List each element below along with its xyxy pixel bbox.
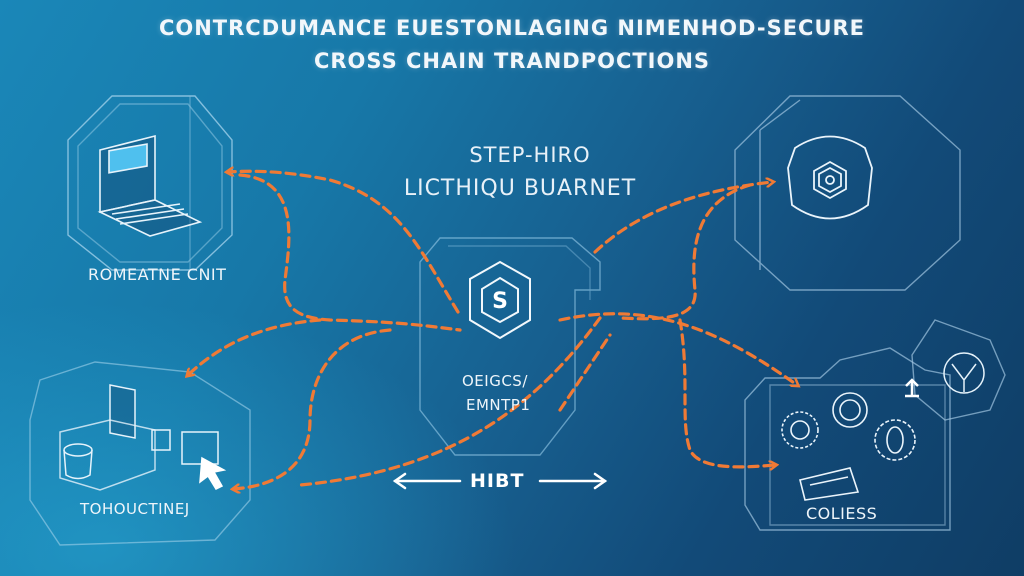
arrow-to-services-bottom [678, 318, 775, 467]
arrow-loop-laptop [238, 173, 462, 332]
arrow-to-services-top [558, 312, 797, 385]
laptop-node [67, 95, 233, 271]
shield-icon [787, 135, 873, 220]
hardware-node [29, 361, 251, 546]
background-glow [0, 300, 520, 576]
center-node-label-line2: EMNTP1 [466, 396, 531, 414]
center-heading-line2: LICTHIQU BUARNET [403, 176, 637, 201]
center-node-label-line1: OEIGCS/ [462, 372, 528, 390]
s-coin-icon [469, 260, 531, 340]
laptop-icon [97, 134, 203, 237]
network-node [911, 319, 1006, 421]
double-arrow-icon [392, 472, 608, 490]
arrow-center-to-laptop [228, 171, 460, 314]
arrow-to-hardware [188, 318, 322, 375]
gears-icon [781, 392, 916, 501]
arrow-right-to-hardware [298, 316, 602, 487]
arrow-loop-shield [618, 183, 752, 321]
devices-icon [59, 384, 227, 491]
arrow-center-out [558, 333, 612, 412]
hardware-node-label: TOHOUCTINEJ [80, 500, 190, 518]
center-heading-line1: STEP-HIRO [469, 143, 591, 167]
shield-node [734, 95, 961, 291]
upload-arrow-icon [905, 378, 919, 398]
s-letter-icon: S [492, 289, 508, 314]
network-globe-icon [943, 352, 985, 394]
page-title-line2: CROSS CHAIN TRANDPOCTIONS [313, 49, 711, 73]
laptop-node-label: ROMEATNE CNIT [88, 265, 227, 284]
bridge-label: HIBT [470, 470, 525, 492]
arrow-center-to-hardware-bottom [234, 328, 392, 489]
services-node [744, 347, 951, 531]
center-node-frame [419, 237, 601, 456]
page-title-line1: CONTRCDUMANCE EUESTONLAGING NIMENHOD-SEC… [158, 16, 866, 40]
services-node-label: COLIESS [806, 504, 878, 523]
dashed-arrows [188, 171, 797, 489]
